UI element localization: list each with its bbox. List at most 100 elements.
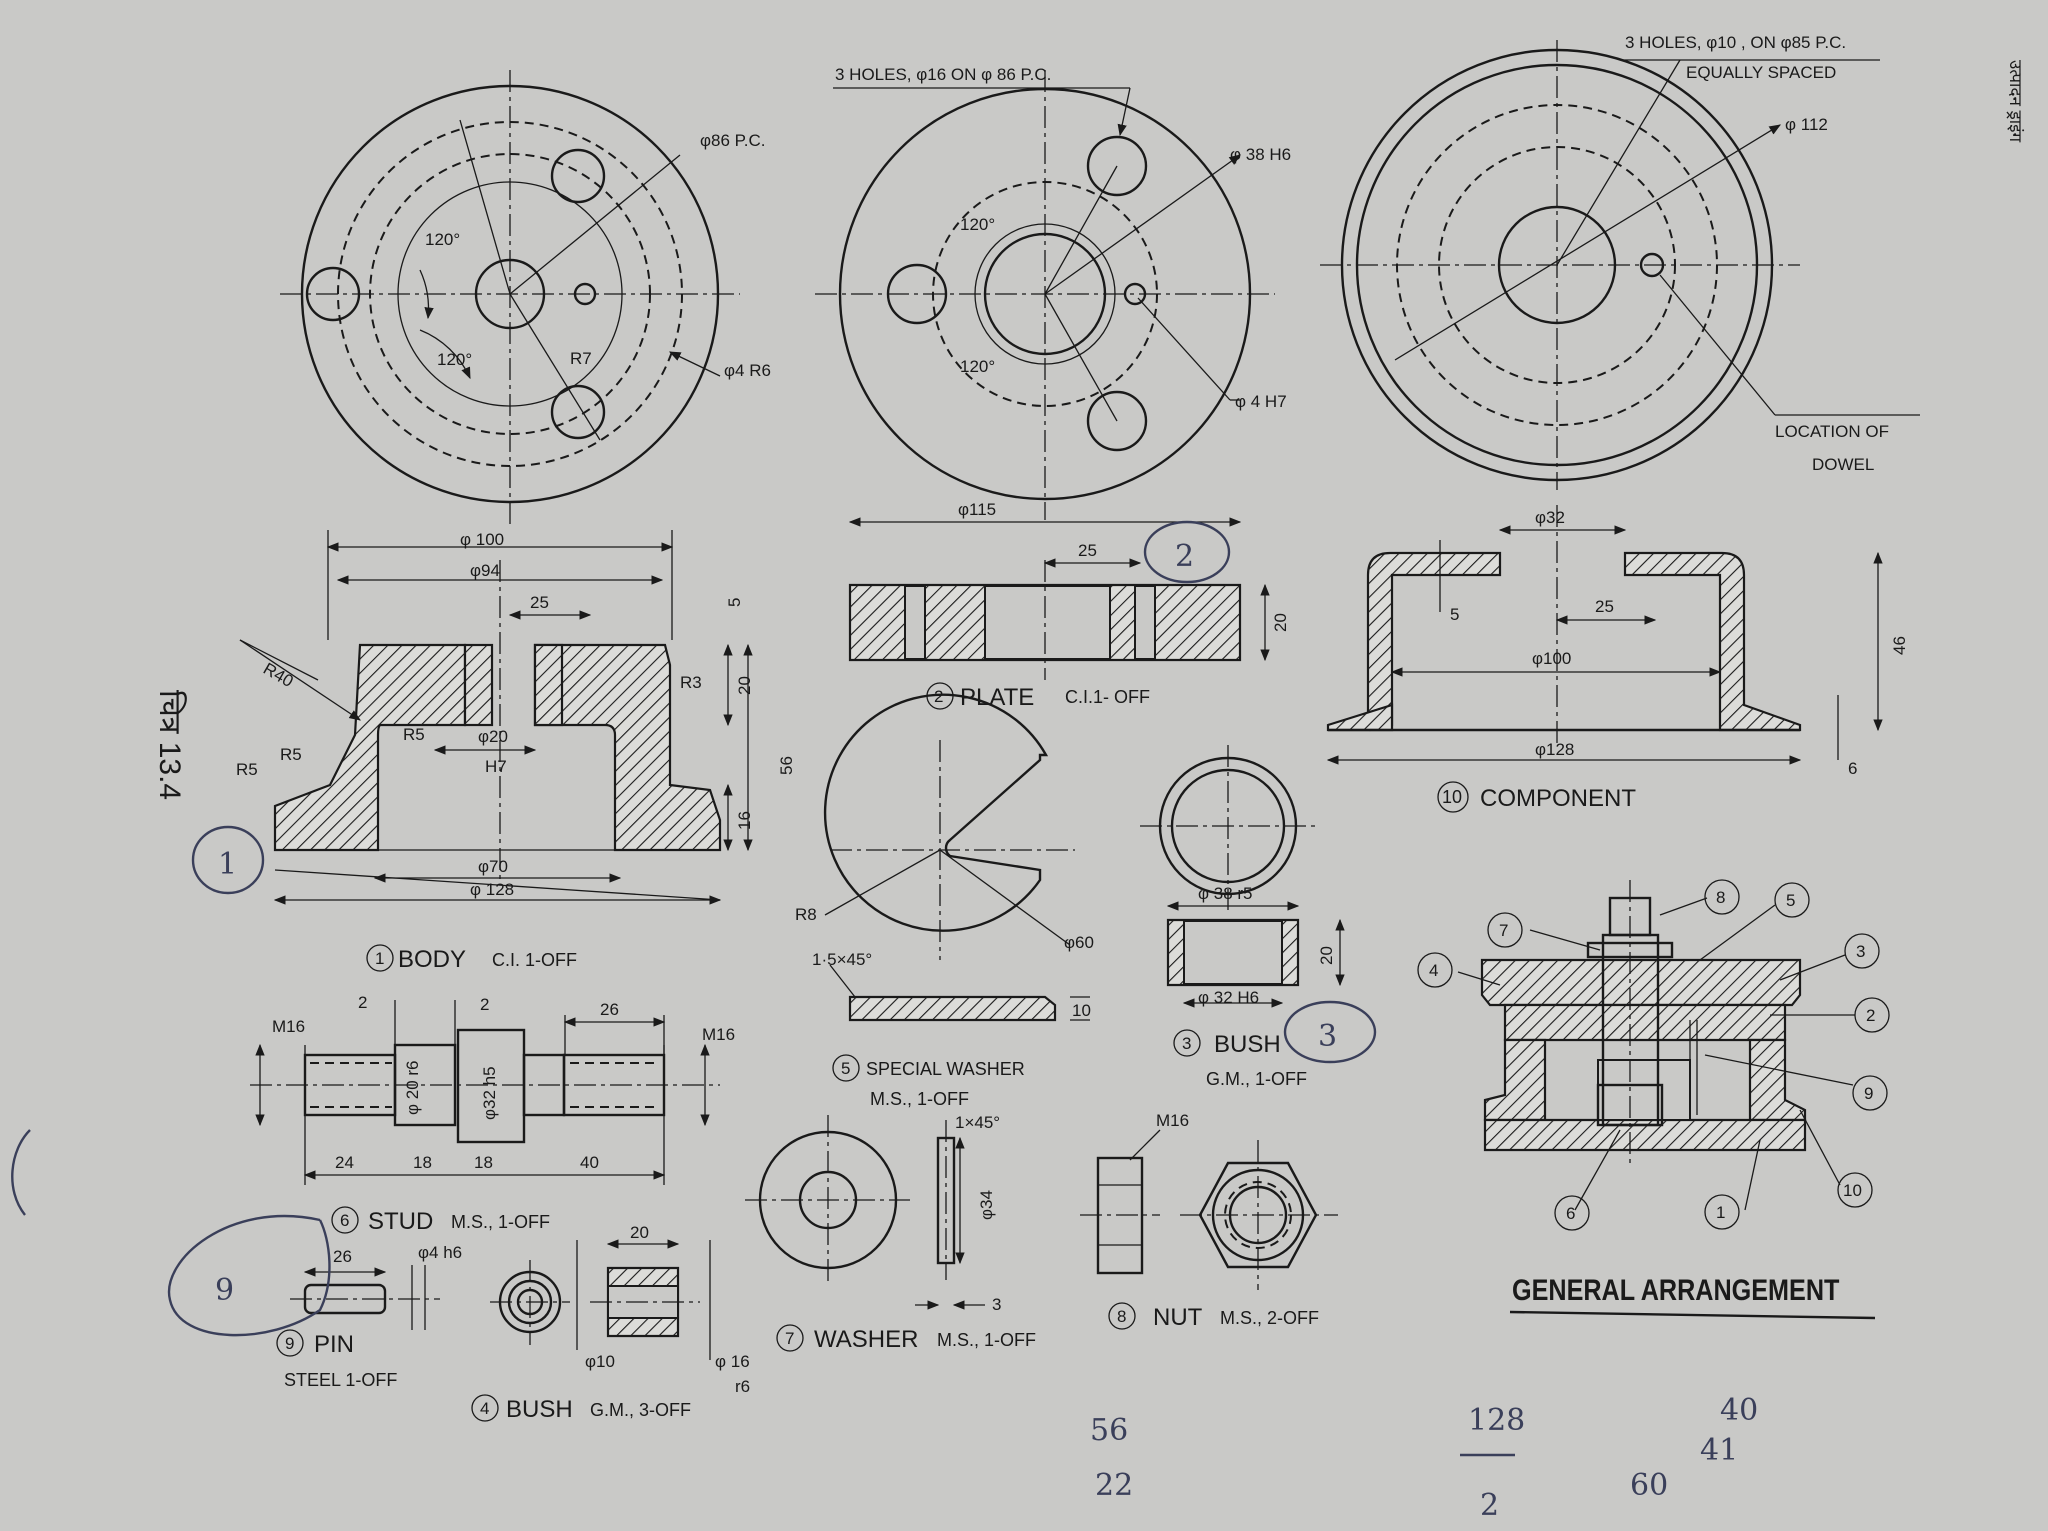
stud6-d20r6: φ 20 r6	[403, 1061, 422, 1116]
plate-top-holes-note: 3 HOLES, φ16 ON φ 86 P.C.	[835, 65, 1051, 84]
washer7-title-num: 7	[785, 1329, 794, 1348]
ga-balloon-9: 9	[1852, 1075, 1888, 1111]
plate-d115: φ115	[958, 500, 996, 519]
washer5-chamfer: 1·5×45°	[812, 950, 872, 969]
component-top-dowel2: DOWEL	[1812, 455, 1874, 474]
body-top-pc-label: φ86 P.C.	[700, 131, 766, 150]
washer5-title-num: 5	[841, 1059, 850, 1078]
stud6-d18b: 18	[474, 1153, 493, 1172]
bush4-d20: 20	[630, 1223, 649, 1242]
body-r5c: R5	[403, 725, 425, 744]
plate-title-num: 2	[934, 687, 943, 706]
body-top-r7: R7	[570, 349, 592, 368]
bush4-views: 20 φ10 φ 16 r6 4 BUSH G.M., 3-OFF	[471, 1223, 750, 1423]
bush4-r6: r6	[735, 1377, 750, 1396]
body-top-angle2: 120°	[437, 350, 472, 369]
component-top-note1: 3 HOLES, φ10 , ON φ85 P.C.	[1625, 33, 1846, 52]
svg-text:4: 4	[1429, 961, 1438, 980]
general-arrangement: 8 5 7 3 4 2 9 10 6 1 GENERAL ARRANGEMENT	[1417, 879, 1890, 1320]
component-d6: 6	[1848, 759, 1857, 778]
component-d25: 25	[1595, 597, 1614, 616]
component-d5: 5	[1450, 605, 1459, 624]
plate-top-bore: φ 38 H6	[1230, 145, 1291, 164]
bush4-title: BUSH	[506, 1396, 573, 1423]
component-d100: φ100	[1532, 649, 1571, 668]
washer7-chamfer: 1×45°	[955, 1113, 1000, 1132]
plate-top-view: 3 HOLES, φ16 ON φ 86 P.C. φ 38 H6 120° 1…	[815, 65, 1291, 520]
hand-60: 60	[1630, 1468, 1668, 1503]
pin9-title-num: 9	[285, 1334, 294, 1353]
body-h7: H7	[485, 757, 507, 776]
ga-balloon-2: 2	[1854, 997, 1890, 1033]
component-top-note2: EQUALLY SPACED	[1686, 63, 1836, 82]
stud6-d2b: 2	[480, 995, 489, 1014]
plate-top-angle1: 120°	[960, 215, 995, 234]
body-title-spec: C.I. 1-OFF	[492, 950, 577, 970]
component-title: COMPONENT	[1480, 785, 1636, 812]
bush4-d16: φ 16	[715, 1352, 750, 1371]
ga-balloon-5: 5	[1774, 882, 1810, 918]
pin9-d4: φ4 h6	[418, 1243, 462, 1262]
stud6-title: STUD	[368, 1208, 433, 1235]
washer7-views: 1×45° φ34 3 7 WASHER M.S., 1-OFF	[745, 1113, 1036, 1353]
component-d32: φ32	[1535, 508, 1565, 527]
washer5-d60: φ60	[1064, 933, 1094, 952]
body-d5: 5	[725, 598, 744, 607]
body-d25: 25	[530, 593, 549, 612]
hand-3: 3	[1318, 1019, 1337, 1054]
body-d16: 16	[735, 811, 754, 830]
svg-text:1: 1	[1716, 1203, 1725, 1222]
washer7-d34: φ34	[977, 1190, 996, 1220]
ga-balloon-8: 8	[1704, 879, 1740, 915]
component-d46: 46	[1890, 636, 1909, 655]
washer7-title-spec: M.S., 1-OFF	[937, 1330, 1036, 1350]
hand-128: 128	[1468, 1403, 1525, 1438]
bush4-d10: φ10	[585, 1352, 615, 1371]
body-d20-bore: φ20	[478, 727, 508, 746]
component-d128: φ128	[1535, 740, 1574, 759]
stud6-d40: 40	[580, 1153, 599, 1172]
hand-40: 40	[1720, 1393, 1758, 1428]
ga-balloon-4: 4	[1417, 952, 1453, 988]
body-r3: R3	[680, 673, 702, 692]
bush3-title-num: 3	[1182, 1034, 1191, 1053]
svg-text:9: 9	[1864, 1084, 1873, 1103]
bush3-d32: φ 32 H6	[1198, 988, 1259, 1007]
stud6-d18a: 18	[413, 1153, 432, 1172]
pin9-view: 26 φ4 h6 9 PIN STEEL 1-OFF	[276, 1243, 462, 1390]
stud6-m16a: M16	[272, 1017, 305, 1036]
svg-text:7: 7	[1499, 921, 1508, 940]
component-front-section: φ32 5 25 φ100 46 φ128 6 10 COMPONENT	[1326, 505, 1909, 813]
body-top-view: φ86 P.C. 120° 120° R7 φ4 R6	[280, 70, 771, 525]
plate-d25: 25	[1078, 541, 1097, 560]
nut8-title-num: 8	[1117, 1307, 1126, 1326]
plate-front-section: φ115 25 20 2 PLATE C.I.1- OFF	[848, 500, 1290, 711]
nut8-m16: M16	[1156, 1111, 1189, 1130]
component-top-dia: φ 112	[1785, 115, 1828, 134]
component-top-view: 3 HOLES, φ10 , ON φ85 P.C. EQUALLY SPACE…	[1320, 33, 1920, 490]
body-title-num: 1	[375, 949, 384, 968]
body-d128: φ 128	[470, 880, 514, 899]
nut8-title: NUT	[1153, 1304, 1203, 1331]
svg-text:10: 10	[1843, 1181, 1862, 1200]
bush3-title-spec: G.M., 1-OFF	[1206, 1069, 1307, 1089]
body-top-hole-label: φ4 R6	[724, 361, 771, 380]
svg-text:8: 8	[1716, 888, 1725, 907]
body-r5b: R5	[280, 745, 302, 764]
bush4-title-spec: G.M., 3-OFF	[590, 1400, 691, 1420]
plate-title-spec: C.I.1- OFF	[1065, 687, 1150, 707]
hand-56: 56	[1090, 1413, 1128, 1448]
body-d70: φ70	[478, 857, 508, 876]
washer5-r8: R8	[795, 905, 817, 924]
handwritten-notes: 1 2 3 9 56 22 128 2 40 60 41	[11, 520, 1758, 1523]
bush3-title: BUSH	[1214, 1031, 1281, 1058]
body-d94: φ94	[470, 561, 500, 580]
svg-text:2: 2	[1866, 1006, 1875, 1025]
special-washer-views: R8 φ60 1·5×45° 10 5 SPECIAL WASHER M.S.,…	[795, 693, 1094, 1109]
body-d100: φ 100	[460, 530, 504, 549]
body-r5a: R5	[236, 760, 258, 779]
washer5-d10: 10	[1072, 1001, 1091, 1020]
svg-text:3: 3	[1856, 942, 1865, 961]
body-d20: 20	[735, 676, 754, 695]
